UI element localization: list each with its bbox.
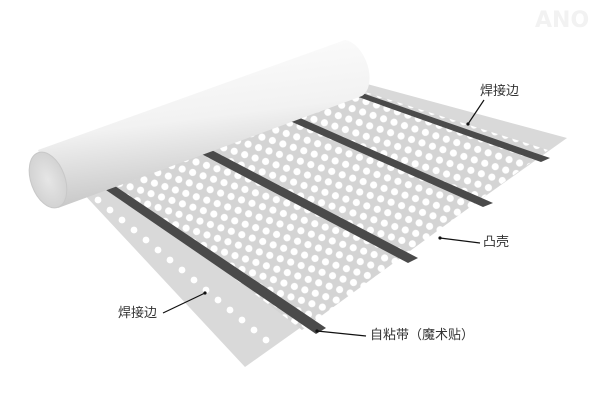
weld-edge-holes: [94, 196, 304, 344]
adhesive-strip-4: [333, 86, 550, 162]
leader-weld-edge-top: [467, 99, 485, 125]
leader-adhesive-strip: [316, 330, 367, 337]
leader-weld-edge-bottom: [162, 292, 206, 314]
label-protrusion: 凸壳: [483, 235, 510, 250]
adhesive-strip-3: [272, 110, 493, 207]
adhesive-strip-2: [192, 145, 418, 263]
leader-protrusion: [439, 237, 481, 244]
label-adhesive-strip: 自粘带（魔术贴）: [370, 328, 475, 343]
watermark: ANO: [535, 8, 590, 33]
label-weld-edge-bottom: 焊接边: [118, 306, 158, 321]
sheet-roll: [28, 40, 370, 209]
label-weld-edge-top: 焊接边: [480, 84, 520, 99]
adhesive-strip-1: [103, 184, 326, 334]
